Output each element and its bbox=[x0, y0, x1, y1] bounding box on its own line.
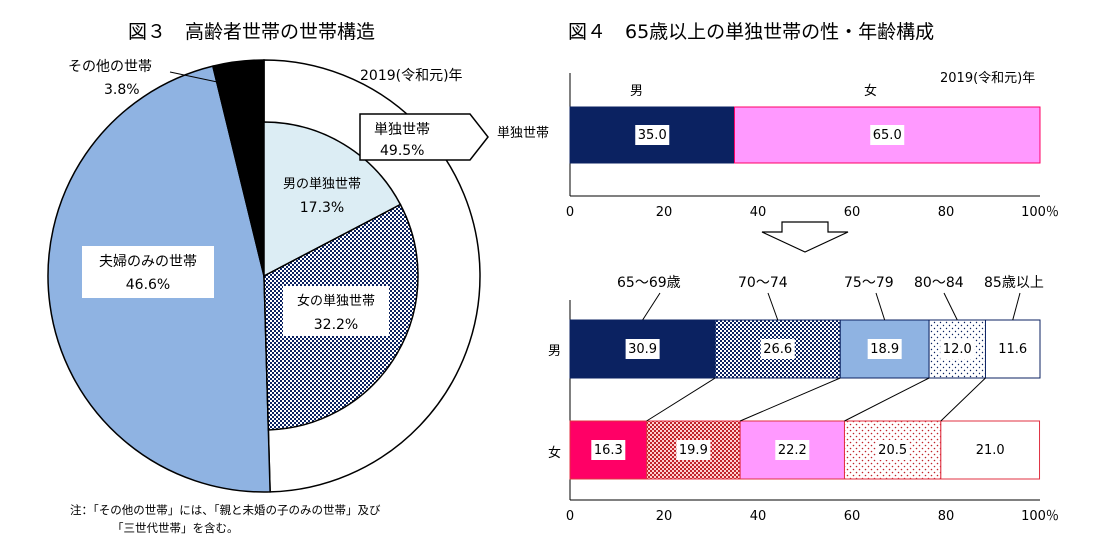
data-label: 65.0 bbox=[873, 128, 902, 143]
fig3-note-line1: 注：「その他の世帯」には、「親と未婚の子のみの世帯」及び bbox=[70, 503, 381, 517]
single-households-value: 49.5% bbox=[380, 143, 424, 159]
data-label-box bbox=[676, 440, 711, 460]
couples-value: 46.6% bbox=[126, 277, 170, 293]
fig3-title: 図３ 高齢者世帯の世帯構造 bbox=[128, 21, 375, 43]
data-label-box bbox=[867, 339, 902, 359]
fig4-bottom-bars: 30.9 26.6 18.9 12.0 11.6 16.3 19.9 22.2 20.5 21.0 bbox=[569, 292, 1041, 480]
single-households-callout bbox=[359, 113, 489, 161]
male-single-value: 17.3% bbox=[300, 200, 344, 216]
fig3-year: 2019(令和元)年 bbox=[360, 68, 463, 84]
fig4-bottom-ticks: 0 20 40 60 80 100％ bbox=[566, 509, 1059, 524]
x-tick-label: 60 bbox=[844, 509, 861, 524]
other-households-label: その他の世帯 bbox=[68, 59, 152, 75]
data-label-box bbox=[625, 339, 660, 359]
other-households-slice bbox=[211, 59, 265, 277]
fig4-top-ticks: 0 20 40 60 80 100％ bbox=[566, 205, 1059, 220]
data-label-box bbox=[635, 125, 670, 145]
legend-leader bbox=[1012, 292, 1021, 321]
legend-80-84: 80～84 bbox=[914, 275, 964, 291]
other-households-leader bbox=[169, 71, 223, 84]
x-tick-label: 100％ bbox=[1021, 205, 1059, 220]
segment-connector bbox=[940, 377, 986, 422]
fig4-top-bars: 35.0 65.0 bbox=[569, 106, 1041, 164]
data-label-box bbox=[760, 339, 795, 359]
single-households-label: 単独世帯 bbox=[374, 122, 430, 138]
legend-leader bbox=[943, 292, 958, 321]
fig4-top-female-cat: 女 bbox=[864, 83, 877, 99]
legend-leader bbox=[767, 292, 779, 321]
data-label-box bbox=[995, 339, 1030, 359]
data-label: 18.9 bbox=[870, 342, 899, 357]
data-label: 22.2 bbox=[778, 443, 807, 458]
x-tick-label: 0 bbox=[566, 509, 574, 524]
legend-65-69: 65～69歳 bbox=[617, 275, 681, 291]
data-label: 19.9 bbox=[679, 443, 708, 458]
segment-connector bbox=[646, 377, 716, 422]
data-label: 11.6 bbox=[998, 342, 1027, 357]
fig4-year: 2019(令和元)年 bbox=[940, 71, 1035, 86]
fig3-note-line2: 「三世代世帯」を含む。 bbox=[112, 521, 239, 535]
fig4-bottom-female-label: 女 bbox=[548, 445, 561, 461]
data-label-box bbox=[591, 440, 626, 460]
fig4-down-arrow bbox=[761, 221, 849, 253]
x-tick-label: 60 bbox=[844, 205, 861, 220]
legend-leader bbox=[642, 292, 661, 321]
x-tick-label: 100％ bbox=[1021, 509, 1059, 524]
fig4-top-male-cat: 男 bbox=[630, 84, 643, 99]
data-label: 21.0 bbox=[976, 443, 1005, 458]
fig4-bottom-male-label: 男 bbox=[548, 344, 561, 359]
male-single-slice bbox=[263, 121, 402, 278]
data-label-box bbox=[875, 440, 910, 460]
x-tick-label: 20 bbox=[656, 205, 673, 220]
data-label: 30.9 bbox=[628, 342, 657, 357]
data-label-box bbox=[775, 440, 810, 460]
data-label-box bbox=[870, 125, 905, 145]
segment-connector bbox=[739, 377, 841, 422]
x-tick-label: 0 bbox=[566, 205, 574, 220]
x-tick-label: 40 bbox=[750, 509, 767, 524]
fig4-top-row-label: 単独世帯 bbox=[497, 125, 549, 141]
female-single-label-box bbox=[283, 286, 389, 336]
data-label: 20.5 bbox=[878, 443, 907, 458]
x-tick-label: 20 bbox=[656, 509, 673, 524]
data-label: 12.0 bbox=[943, 342, 972, 357]
x-tick-label: 40 bbox=[750, 205, 767, 220]
legend-leader bbox=[875, 292, 886, 321]
couples-label-box bbox=[82, 246, 214, 298]
fig4-title: 図４ 65歳以上の単独世帯の性・年齢構成 bbox=[568, 21, 934, 43]
female-single-label: 女の単独世帯 bbox=[297, 293, 375, 309]
legend-75-79: 75～79 bbox=[844, 275, 894, 291]
data-label: 35.0 bbox=[638, 128, 667, 143]
segment-connector bbox=[844, 377, 930, 422]
male-single-label: 男の単独世帯 bbox=[283, 176, 361, 192]
x-tick-label: 80 bbox=[938, 509, 955, 524]
legend-70-74: 70～74 bbox=[738, 275, 788, 291]
female-single-value: 32.2% bbox=[314, 317, 358, 333]
data-label-box bbox=[973, 440, 1008, 460]
data-label: 16.3 bbox=[594, 443, 623, 458]
legend-85-plus: 85歳以上 bbox=[984, 275, 1044, 291]
other-households-value: 3.8% bbox=[104, 82, 140, 98]
couples-label: 夫婦のみの世帯 bbox=[99, 253, 197, 270]
x-tick-label: 80 bbox=[938, 205, 955, 220]
data-label: 26.6 bbox=[763, 342, 792, 357]
data-label-box bbox=[940, 339, 975, 359]
